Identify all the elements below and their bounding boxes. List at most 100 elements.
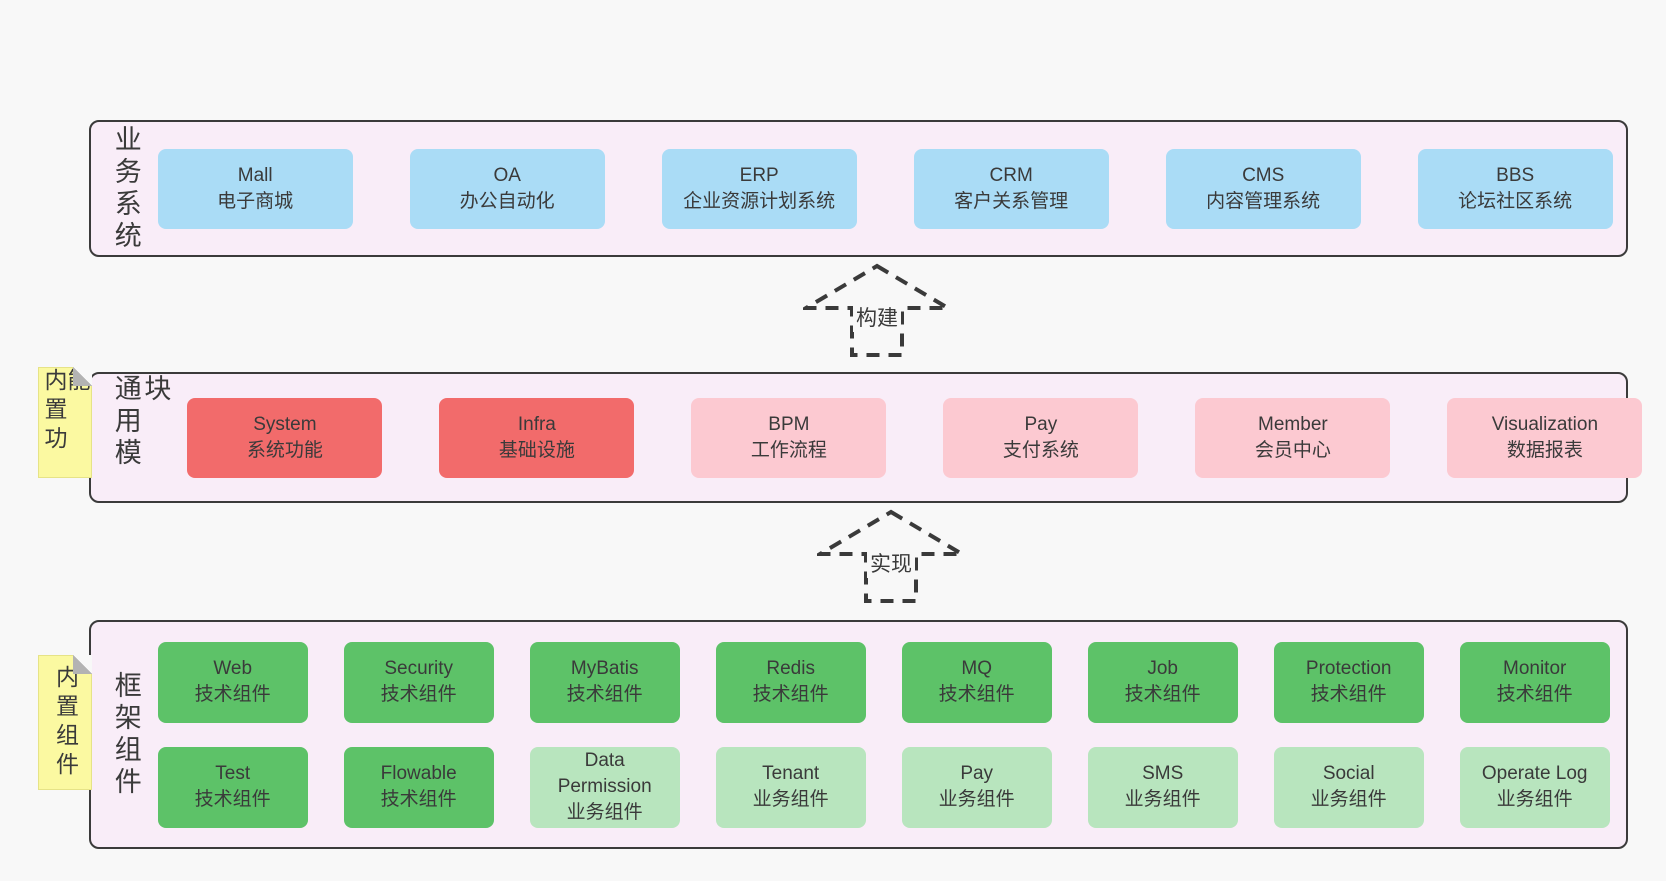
component-name: Flowable xyxy=(380,763,457,784)
box-bbs: BBS 论坛社区系统 xyxy=(1417,148,1613,229)
box-member: Member 会员中心 xyxy=(1195,397,1391,478)
component-description: 技术组件 xyxy=(1310,684,1387,705)
section-label-framework-components: 框架组件 xyxy=(110,670,141,799)
up-arrow-icon xyxy=(817,509,965,603)
component-description: 技术组件 xyxy=(1124,684,1201,705)
box-security: Security 技术组件 xyxy=(343,641,494,723)
component-description: 电子商城 xyxy=(217,190,294,212)
component-description: 业务组件 xyxy=(752,789,829,810)
component-name: Monitor xyxy=(1503,658,1567,679)
section-business-systems: 业务系统 Mall 电子商城 OA 办公自动化 ERP 企业资源计划系统 CRM… xyxy=(89,120,1628,257)
component-description: 支付系统 xyxy=(1002,439,1079,461)
component-name: Web xyxy=(213,658,253,679)
component-name: Security xyxy=(384,658,453,679)
box-operate-log: Operate Log 业务组件 xyxy=(1459,746,1610,828)
implement-arrow: 实现 xyxy=(817,508,965,605)
section-framework-components: 框架组件 Web 技术组件 Security 技术组件 MyBatis 技术组件… xyxy=(89,620,1628,849)
business-systems-rows: Mall 电子商城 OA 办公自动化 ERP 企业资源计划系统 CRM 客户关系… xyxy=(157,148,1613,229)
box-cms: CMS 内容管理系统 xyxy=(1165,148,1361,229)
component-description: 技术组件 xyxy=(938,684,1015,705)
component-description: 办公自动化 xyxy=(459,190,555,212)
component-description: 技术组件 xyxy=(566,684,643,705)
box-oa: OA 办公自动化 xyxy=(409,148,605,229)
box-web: Web 技术组件 xyxy=(157,641,308,723)
build-arrow-label: 构建 xyxy=(853,302,901,332)
box-system: System 系统功能 xyxy=(187,397,383,478)
box-erp: ERP 企业资源计划系统 xyxy=(661,148,857,229)
component-description: 技术组件 xyxy=(752,684,829,705)
component-name: CMS xyxy=(1242,164,1285,186)
component-name: Pay xyxy=(1024,413,1058,435)
build-arrow: 构建 xyxy=(803,262,951,359)
component-name: System xyxy=(253,413,317,435)
component-description: 业务组件 xyxy=(1124,789,1201,810)
component-name: Test xyxy=(215,763,251,784)
component-description: 业务组件 xyxy=(566,802,643,823)
component-description: 技术组件 xyxy=(194,789,271,810)
section-common-modules: 通用模块 System 系统功能 Infra 基础设施 BPM 工作流程 Pay… xyxy=(89,372,1643,503)
box-mall: Mall 电子商城 xyxy=(157,148,353,229)
common-modules-rows: System 系统功能 Infra 基础设施 BPM 工作流程 Pay 支付系统… xyxy=(187,397,1643,478)
component-row: System 系统功能 Infra 基础设施 BPM 工作流程 Pay 支付系统… xyxy=(187,397,1643,478)
component-name: Member xyxy=(1258,413,1328,435)
component-row: Mall 电子商城 OA 办公自动化 ERP 企业资源计划系统 CRM 客户关系… xyxy=(157,148,1613,229)
implement-arrow-label: 实现 xyxy=(867,548,915,578)
box-bpm: BPM 工作流程 xyxy=(691,397,887,478)
component-name: Protection xyxy=(1305,658,1392,679)
component-name: Redis xyxy=(766,658,815,679)
box-pay: Pay 业务组件 xyxy=(901,746,1052,828)
box-social: Social 业务组件 xyxy=(1273,746,1424,828)
sticky-note-built-in-components: 内置组件 xyxy=(38,655,92,790)
box-crm: CRM 客户关系管理 xyxy=(913,148,1109,229)
component-name: BPM xyxy=(768,413,810,435)
box-mybatis: MyBatis 技术组件 xyxy=(529,641,680,723)
component-name: Pay xyxy=(960,763,994,784)
component-description: 系统功能 xyxy=(246,439,323,461)
component-name: Operate Log xyxy=(1481,763,1588,784)
component-description: 业务组件 xyxy=(1496,789,1573,810)
component-name: Visualization xyxy=(1491,413,1599,435)
component-description: 业务组件 xyxy=(938,789,1015,810)
box-monitor: Monitor 技术组件 xyxy=(1459,641,1610,723)
component-name: Mall xyxy=(237,164,273,186)
box-sms: SMS 业务组件 xyxy=(1087,746,1238,828)
box-pay: Pay 支付系统 xyxy=(943,397,1139,478)
component-description: 论坛社区系统 xyxy=(1458,190,1573,212)
component-name: Job xyxy=(1147,658,1178,679)
section-label-common-modules: 通用模块 xyxy=(110,374,171,470)
box-infra: Infra 基础设施 xyxy=(439,397,635,478)
component-row: Web 技术组件 Security 技术组件 MyBatis 技术组件 Redi… xyxy=(157,641,1610,723)
framework-components-rows: Web 技术组件 Security 技术组件 MyBatis 技术组件 Redi… xyxy=(157,641,1610,828)
component-row: Test 技术组件 Flowable 技术组件 Data Permission … xyxy=(157,746,1610,828)
section-label-business-systems: 业务系统 xyxy=(110,124,141,253)
box-tenant: Tenant 业务组件 xyxy=(715,746,866,828)
box-protection: Protection 技术组件 xyxy=(1273,641,1424,723)
component-description: 内容管理系统 xyxy=(1206,190,1321,212)
component-description: 企业资源计划系统 xyxy=(683,190,836,212)
component-name: Tenant xyxy=(762,763,820,784)
component-description: 数据报表 xyxy=(1506,439,1583,461)
component-description: 客户关系管理 xyxy=(954,190,1069,212)
box-test: Test 技术组件 xyxy=(157,746,308,828)
component-name: SMS xyxy=(1142,763,1184,784)
component-name: Social xyxy=(1322,763,1375,784)
box-data-permission: Data Permission 业务组件 xyxy=(529,746,680,828)
box-redis: Redis 技术组件 xyxy=(715,641,866,723)
component-name: MQ xyxy=(961,658,992,679)
component-name: MyBatis xyxy=(570,658,639,679)
component-description: 技术组件 xyxy=(1496,684,1573,705)
component-description: 技术组件 xyxy=(380,684,457,705)
sticky-note-text: 内置组件 xyxy=(52,664,79,781)
component-name: CRM xyxy=(989,164,1033,186)
box-visualization: Visualization 数据报表 xyxy=(1447,397,1643,478)
component-description: 技术组件 xyxy=(194,684,271,705)
component-description: 基础设施 xyxy=(498,439,575,461)
component-name: Infra xyxy=(517,413,556,435)
up-arrow-icon xyxy=(803,263,951,357)
component-name: OA xyxy=(493,164,521,186)
box-job: Job 技术组件 xyxy=(1087,641,1238,723)
box-flowable: Flowable 技术组件 xyxy=(343,746,494,828)
sticky-note-built-in-features: 内置功能 xyxy=(38,367,92,478)
box-mq: MQ 技术组件 xyxy=(901,641,1052,723)
